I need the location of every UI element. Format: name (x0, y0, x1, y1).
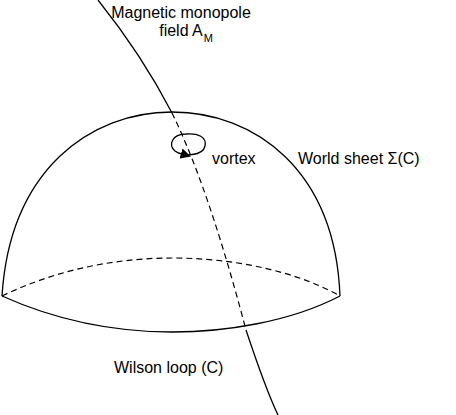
vortex-arrow (179, 153, 186, 155)
vortex-label: vortex (210, 150, 258, 168)
world-sheet-label: World sheet Σ(C) (298, 150, 420, 168)
subscript: M (204, 29, 213, 47)
wilson-loop-front (2, 296, 340, 332)
world-sheet-dome (2, 112, 340, 296)
vortex-circle (172, 134, 206, 155)
field-label: Magnetic monopole field A (106, 4, 256, 40)
wilson-loop-back (2, 258, 340, 296)
wilson-loop-label: Wilson loop (C) (114, 359, 223, 377)
monopole-line-hidden (172, 113, 246, 330)
monopole-line (246, 330, 278, 415)
